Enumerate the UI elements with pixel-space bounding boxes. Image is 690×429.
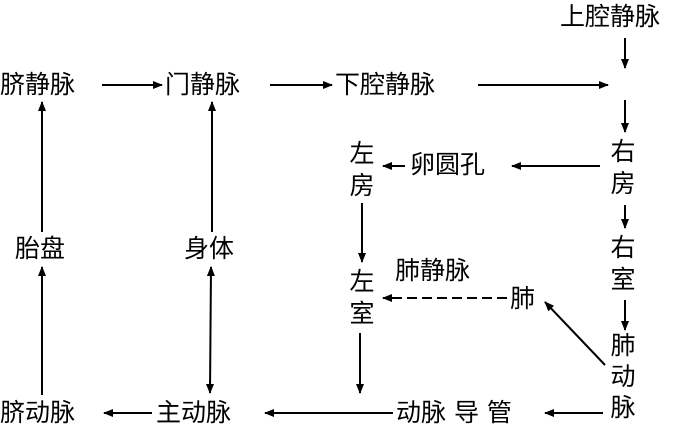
node-left-ventricle: 左室 bbox=[349, 267, 375, 328]
node-ductus-arteriosus: 动脉 导 管 bbox=[396, 398, 512, 427]
node-lung: 肺 bbox=[510, 284, 536, 313]
arrow-pa-to-lung bbox=[544, 301, 606, 366]
node-umbilical-vein: 脐静脉 bbox=[0, 70, 76, 99]
node-pulmonary-artery: 肺动脉 bbox=[610, 331, 636, 422]
node-placenta: 胎盘 bbox=[15, 234, 66, 263]
node-pulmonary-vein: 肺静脉 bbox=[395, 256, 471, 285]
node-umbilical-artery: 脐动脉 bbox=[0, 398, 76, 427]
node-aorta: 主动脉 bbox=[156, 398, 232, 427]
node-portal-vein: 门静脉 bbox=[165, 70, 241, 99]
node-body: 身体 bbox=[184, 234, 235, 263]
node-right-ventricle: 右室 bbox=[610, 233, 636, 294]
node-foramen-ovale: 卵圆孔 bbox=[410, 150, 486, 179]
node-right-atrium: 右房 bbox=[610, 137, 636, 198]
node-ivc: 下腔静脉 bbox=[335, 70, 436, 99]
arrow-aorta-to-body bbox=[206, 266, 215, 393]
node-svc: 上腔静脉 bbox=[560, 2, 661, 31]
node-left-atrium: 左房 bbox=[349, 139, 375, 200]
